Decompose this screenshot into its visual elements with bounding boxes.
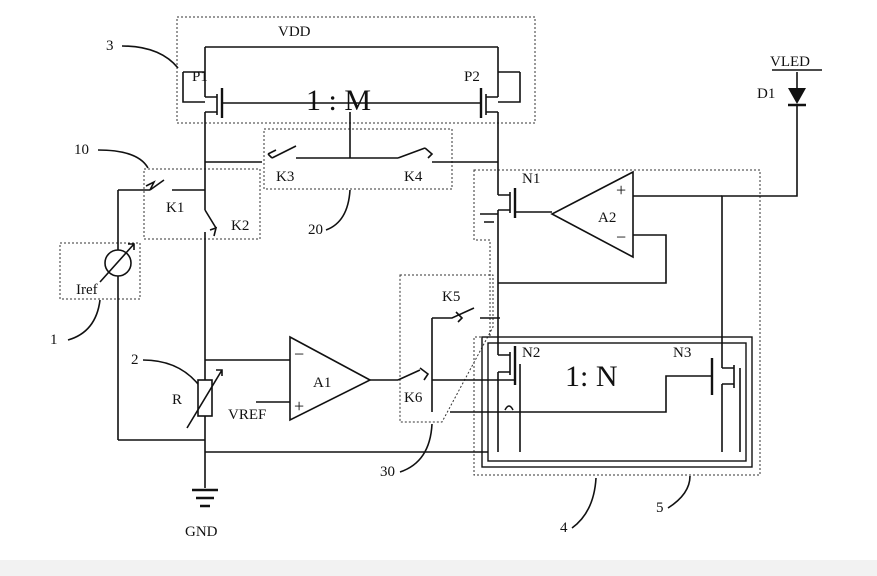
resistor-r — [186, 360, 223, 488]
ground-symbol — [192, 488, 218, 508]
ref-10: 10 — [74, 142, 89, 158]
n2-label: N2 — [522, 345, 540, 361]
ref-5: 5 — [656, 500, 664, 516]
r-label: R — [172, 392, 182, 408]
ref-20: 20 — [308, 222, 323, 238]
n1-label: N1 — [522, 171, 540, 187]
k5-label: K5 — [442, 289, 460, 305]
gnd-label: GND — [185, 524, 218, 540]
transistor-p1 — [182, 71, 236, 140]
opamp-a1 — [205, 335, 398, 422]
iref-label: Iref — [76, 282, 98, 298]
gnd-return-wire — [118, 439, 488, 453]
k2-label: K2 — [231, 218, 249, 234]
module-1-box — [59, 242, 141, 300]
ref-30: 30 — [380, 464, 395, 480]
module-5-inner-box — [487, 342, 747, 462]
switch-k6 — [397, 367, 470, 381]
ratio-n-label: 1: N — [565, 360, 618, 393]
circuit-schematic: VDD P1 P2 1 : M K3 K4 K1 K2 — [50, 16, 822, 540]
a1-minus: − — [294, 344, 304, 364]
a1-plus: + — [294, 396, 304, 416]
a1-label: A1 — [313, 375, 331, 391]
module-5-box — [481, 336, 753, 468]
module-30-box — [399, 274, 494, 423]
ref-3: 3 — [106, 38, 114, 54]
a2-plus: + — [616, 180, 626, 200]
switch-k3 — [205, 145, 350, 163]
switch-k2 — [204, 140, 218, 360]
a2-label: A2 — [598, 210, 616, 226]
vref-label: VREF — [228, 407, 266, 423]
ref-2: 2 — [131, 352, 139, 368]
p2-label: P2 — [464, 69, 480, 85]
k3-label: K3 — [276, 169, 294, 185]
iref-current-source — [99, 190, 135, 440]
circuit-diagram: VDD P1 P2 1 : M K3 K4 K1 K2 — [50, 16, 822, 540]
switch-k5 — [431, 307, 500, 412]
transistor-n3 — [450, 358, 741, 452]
vdd-label: VDD — [278, 24, 311, 40]
vdd-rail — [204, 46, 499, 88]
ref-4: 4 — [560, 520, 568, 536]
transistor-n2 — [470, 283, 521, 452]
a2-minus: − — [616, 227, 626, 247]
switch-k1 — [118, 179, 205, 191]
transistor-p2 — [467, 71, 521, 170]
module-4-box — [473, 169, 761, 476]
ref-1: 1 — [50, 332, 58, 348]
transistor-n1 — [480, 170, 552, 283]
d1-label: D1 — [757, 86, 775, 102]
n3-label: N3 — [673, 345, 691, 361]
module-20-box — [263, 128, 453, 190]
switch-k4 — [350, 147, 498, 163]
reference-leaders — [67, 45, 691, 529]
p1-label: P1 — [192, 69, 208, 85]
module-10-box — [143, 168, 261, 240]
opamp-a2 — [498, 170, 722, 284]
vled-label: VLED — [770, 54, 810, 70]
k4-label: K4 — [404, 169, 423, 185]
k6-label: K6 — [404, 390, 423, 406]
bottom-strip — [0, 560, 877, 576]
k1-label: K1 — [166, 200, 184, 216]
ratio-m-label: 1 : M — [306, 84, 371, 117]
diode-d1 — [721, 69, 822, 368]
